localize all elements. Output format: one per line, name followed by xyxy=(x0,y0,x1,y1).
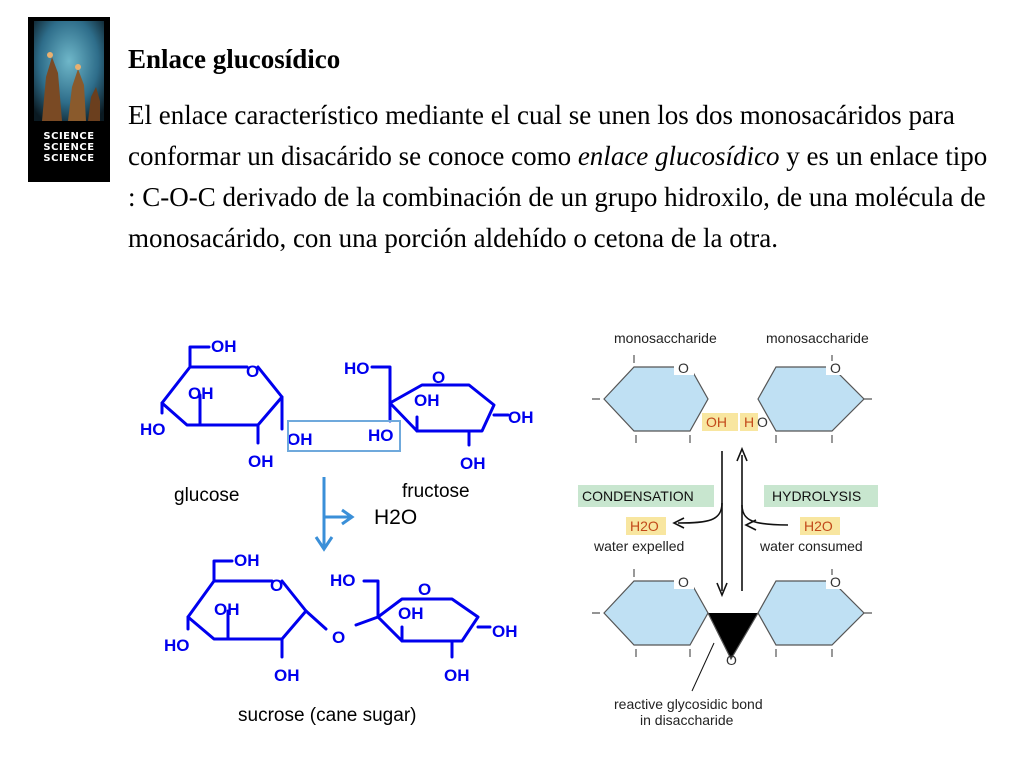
glucose-oh-top: OH xyxy=(211,337,237,356)
monosaccharide-label-1: monosaccharide xyxy=(614,330,717,346)
logo-text-2: SCIENCE xyxy=(43,142,95,153)
condensation-hydrolysis-diagram: monosaccharide monosaccharide O O O O OH… xyxy=(578,330,878,728)
hydrolysis-label: HYDROLYSIS xyxy=(772,488,861,504)
h2o-right: H2O xyxy=(804,518,833,534)
reaction-arrows xyxy=(672,446,789,598)
bridging-oxygen: O xyxy=(726,652,737,668)
nebula-image xyxy=(34,21,104,121)
slide-paragraph: El enlace característico mediante el cua… xyxy=(128,95,988,259)
science-logo: SCIENCE SCIENCE SCIENCE xyxy=(28,17,110,182)
fructose-oh-right: OH xyxy=(508,408,534,427)
paragraph-italic-term: enlace glucosídico xyxy=(577,141,780,171)
hydrolysis-box xyxy=(764,485,878,507)
hydroxyl-h: H xyxy=(744,414,754,430)
h2o-left: H2O xyxy=(630,518,659,534)
sucrose-glc-oh-bottom: OH xyxy=(274,666,300,685)
fructose-oh-mid: OH xyxy=(414,391,440,410)
sucrose-glc-oh-mid: OH xyxy=(214,600,240,619)
reacting-groups-box xyxy=(287,420,401,452)
sucrose-glc-oh-top: OH xyxy=(234,551,260,570)
glucose-oh-right: OH xyxy=(287,430,313,449)
ring-top-left xyxy=(603,366,709,432)
sucrose-formation-diagram: OH O OH HO OH OH glucose HO O OH HO OH O… xyxy=(132,325,544,735)
fructose-oh-bottom: OH xyxy=(460,454,486,473)
ring-oxygen-3: O xyxy=(678,574,689,590)
sucrose-fru-oh-right: OH xyxy=(492,622,518,641)
sucrose-fru-ho-top: HO xyxy=(330,571,356,590)
sucrose-fru-oh-bottom: OH xyxy=(444,666,470,685)
ring-top-right xyxy=(757,366,865,432)
ring-bottom-left xyxy=(603,580,709,646)
water-consumed-label: water consumed xyxy=(759,538,863,554)
ring-oxygen-1: O xyxy=(678,360,689,376)
h2o-right-highlight xyxy=(800,517,840,535)
bond-pointer xyxy=(691,642,715,692)
sucrose-fru-oh-mid: OH xyxy=(398,604,424,623)
oh-highlight xyxy=(702,413,738,431)
glucose-oh-mid: OH xyxy=(188,384,214,403)
paragraph-text-1: El enlace característico mediante el cua… xyxy=(128,100,955,171)
ring-oxygen-2: O xyxy=(830,360,841,376)
sucrose-label: sucrose (cane sugar) xyxy=(238,705,416,726)
logo-text-1: SCIENCE xyxy=(43,131,95,142)
monosaccharide-label-2: monosaccharide xyxy=(766,330,869,346)
glucose-oh-bottom: OH xyxy=(248,452,274,471)
sucrose-fru-ring-o: O xyxy=(418,580,431,599)
h-highlight xyxy=(740,413,758,431)
water-expelled-label: water expelled xyxy=(593,538,684,554)
reaction-arrow xyxy=(314,477,355,552)
water-label: H2O xyxy=(374,506,417,529)
hydroxyl-oh: OH xyxy=(706,414,727,430)
fructose-label: fructose xyxy=(402,481,470,502)
sucrose-glc-ho-left: HO xyxy=(164,636,190,655)
fructose-ho-top: HO xyxy=(344,359,370,378)
ring-oxygen-4: O xyxy=(830,574,841,590)
fructose-ho-left: HO xyxy=(368,426,394,445)
glucose-ring-o: O xyxy=(246,362,259,381)
h2o-left-highlight xyxy=(626,517,666,535)
glycosidic-bond-sublabel: in disaccharide xyxy=(640,712,734,728)
glycosidic-oxygen: O xyxy=(332,628,345,647)
sucrose-glc-ring-o: O xyxy=(270,576,283,595)
fructose-ring-o: O xyxy=(432,368,445,387)
hydroxyl-o: O xyxy=(757,414,768,430)
glucose-ho-left: HO xyxy=(140,420,166,439)
glucose-label: glucose xyxy=(174,485,240,506)
glycosidic-bond-label: reactive glycosidic bond xyxy=(614,696,763,712)
paragraph-text-2: y es un enlace tipo : C-O-C derivado de … xyxy=(128,141,988,253)
slide-title: Enlace glucosídico xyxy=(128,44,341,74)
logo-text-3: SCIENCE xyxy=(43,153,95,164)
ring-bottom-right xyxy=(757,580,865,646)
condensation-label: CONDENSATION xyxy=(582,488,694,504)
condensation-box xyxy=(578,485,714,507)
